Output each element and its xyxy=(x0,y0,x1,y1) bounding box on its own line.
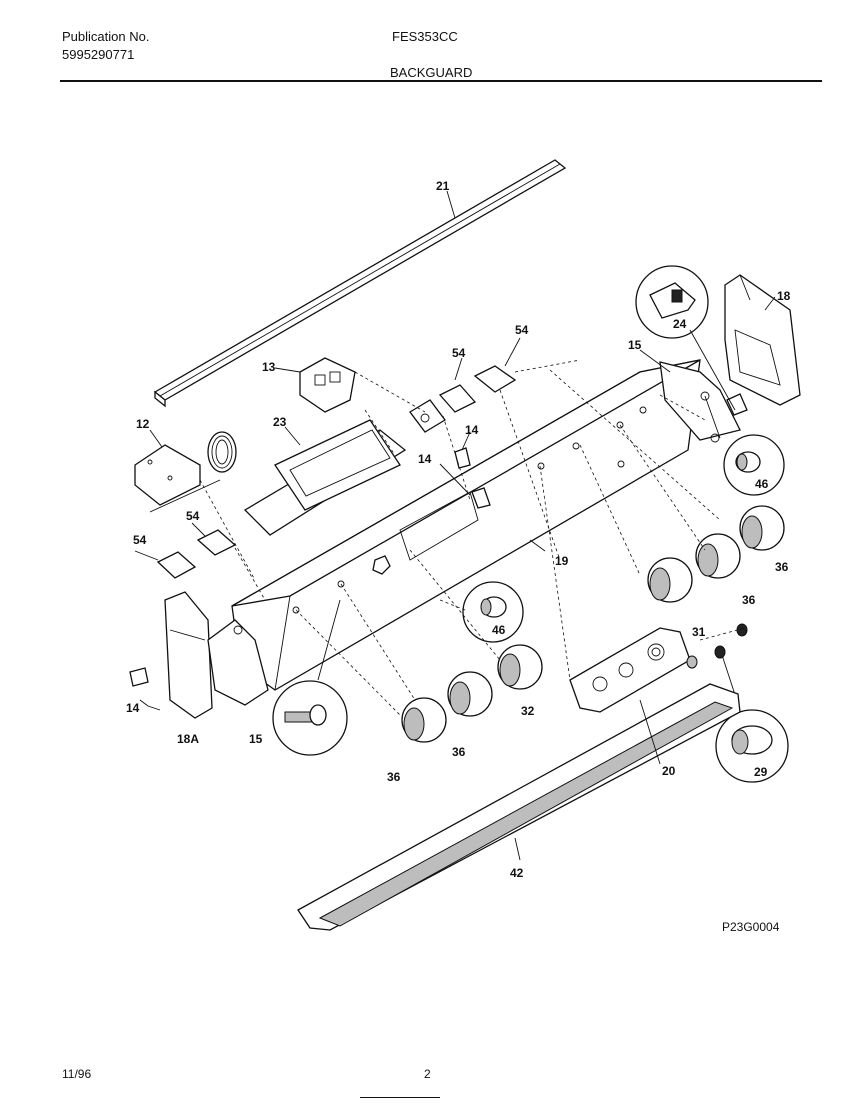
label-24: 24 xyxy=(673,317,687,331)
label-15-right: 15 xyxy=(628,338,642,352)
label-21: 21 xyxy=(436,179,450,193)
label-20: 20 xyxy=(662,764,676,778)
lens-part xyxy=(243,419,407,536)
label-54-left: 54 xyxy=(133,533,147,547)
label-14-upper: 14 xyxy=(465,423,479,437)
control-panel-part xyxy=(569,623,748,713)
label-36-right: 36 xyxy=(742,593,756,607)
control-knobs xyxy=(401,505,785,743)
header-rule xyxy=(60,80,822,82)
label-54-mid: 54 xyxy=(186,509,200,523)
label-23: 23 xyxy=(273,415,287,429)
model-number: FES353CC xyxy=(392,29,458,44)
detail-circle-46-right xyxy=(704,395,785,496)
end-bracket-left-part xyxy=(164,591,213,719)
clip-part xyxy=(129,393,748,687)
label-54-top-left: 54 xyxy=(452,346,466,360)
switch-part xyxy=(299,357,356,413)
diagram-code: P23G0004 xyxy=(722,920,780,934)
label-18a: 18A xyxy=(177,732,199,746)
side-bracket-right-part xyxy=(659,361,741,443)
label-18: 18 xyxy=(777,289,791,303)
bottom-trim-part xyxy=(297,683,741,931)
timer-part xyxy=(134,431,237,513)
side-bracket-left-part xyxy=(207,619,269,706)
label-leaders xyxy=(134,296,776,765)
section-title: BACKGUARD xyxy=(390,65,473,80)
label-54-top-right: 54 xyxy=(515,323,529,337)
publication-label: Publication No. xyxy=(62,29,150,44)
label-36-left: 36 xyxy=(387,770,401,784)
detail-circle-24 xyxy=(635,265,736,411)
label-13: 13 xyxy=(262,360,276,374)
backguard-panel-part xyxy=(231,359,701,691)
label-42: 42 xyxy=(510,866,524,880)
label-36-mid: 36 xyxy=(452,745,466,759)
label-46-left: 46 xyxy=(492,623,506,637)
label-32: 32 xyxy=(521,704,535,718)
label-36-far-right: 36 xyxy=(775,560,789,574)
trim-strip-part xyxy=(153,159,567,408)
bottom-mark xyxy=(360,1097,440,1098)
label-14-lower: 14 xyxy=(126,701,140,715)
end-bracket-part xyxy=(724,274,801,406)
label-19: 19 xyxy=(555,554,569,568)
label-12: 12 xyxy=(136,417,150,431)
label-29: 29 xyxy=(754,765,768,779)
part-labels: 21 18 24 15 54 54 13 23 12 14 14 46 36 3… xyxy=(126,179,791,934)
leader-lines xyxy=(199,359,746,716)
detail-circle-screw xyxy=(272,599,348,756)
label-14-middle: 14 xyxy=(418,452,432,466)
publication-number: 5995290771 xyxy=(62,47,135,62)
label-31: 31 xyxy=(692,625,706,639)
page-number: 2 xyxy=(424,1067,431,1081)
footer-date: 11/96 xyxy=(62,1067,92,1081)
detail-circle-29 xyxy=(715,654,789,783)
label-15-left: 15 xyxy=(249,732,263,746)
label-46-right: 46 xyxy=(755,477,769,491)
detail-circle-46-left xyxy=(462,581,524,643)
